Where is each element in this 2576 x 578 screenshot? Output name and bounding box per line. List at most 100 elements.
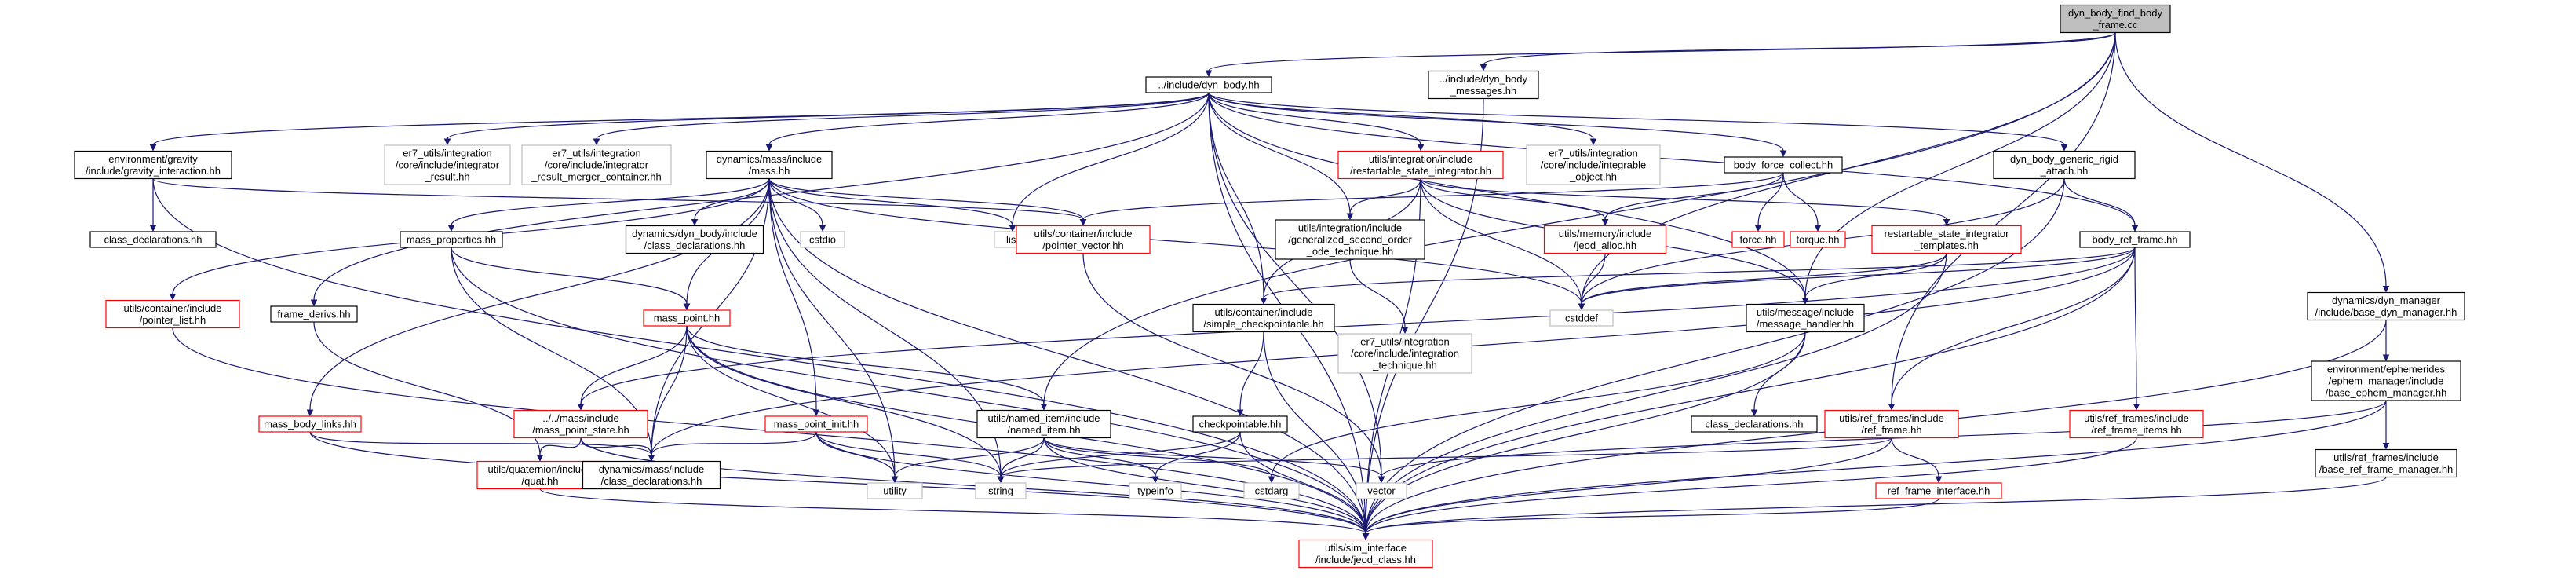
node-gravity-class-decl[interactable]: class_declarations.hh [89, 231, 217, 248]
node-gravity-interaction[interactable]: environment/gravity/include/gravity_inte… [74, 150, 232, 180]
edge-arrowhead [1935, 476, 1943, 484]
node-pointer-vector[interactable]: utils/container/include/pointer_vector.h… [1016, 225, 1151, 254]
node-mass-point-init[interactable]: mass_point_init.hh [764, 415, 868, 433]
node-cstdarg[interactable]: cstdarg [1243, 482, 1300, 499]
node-box [1428, 70, 1539, 100]
node-pointer-list[interactable]: utils/container/include/pointer_list.hh [105, 299, 240, 329]
node-label-line: er7_utils/integration [552, 148, 640, 159]
edge-line [1349, 258, 1406, 328]
node-box [1824, 409, 1959, 439]
edge-line [1043, 437, 1272, 477]
node-box [2069, 409, 2204, 439]
node-cstddef[interactable]: cstddef [1549, 309, 1614, 327]
node-label-line: list [1006, 234, 1019, 246]
node-label-line: /ephem_manager/include [2329, 375, 2444, 387]
edge-mass_point_state-to-quat [536, 437, 582, 462]
edge-line [1271, 331, 1806, 477]
edge-line [1082, 253, 1382, 477]
node-jeod-alloc[interactable]: utils/memory/include/jeod_alloc.hh [1543, 225, 1667, 254]
node-base-ephem-manager[interactable]: environment/ephemerides/ephem_manager/in… [2311, 360, 2461, 401]
node-mass-properties[interactable]: mass_properties.hh [400, 231, 503, 248]
node-message-handler[interactable]: utils/message/include/message_handler.hh [1746, 303, 1865, 333]
node-label-line: utils/container/include [1214, 306, 1312, 318]
node-mass-class-decl[interactable]: dynamics/mass/include/class_declarations… [582, 460, 721, 490]
node-vector[interactable]: vector [1356, 482, 1407, 499]
edge-restartable_integrator-to-restartable_templates [1420, 177, 1950, 226]
node-checkpointable[interactable]: checkpointable.hh [1192, 415, 1288, 433]
edge-body_force_collect-to-pointer_vector [1079, 172, 1784, 226]
edge-dyn_body-to-simple_checkpointable [1208, 92, 1268, 305]
node-body-ref-frame[interactable]: body_ref_frame.hh [2079, 231, 2191, 248]
node-mass-body-links[interactable]: mass_body_links.hh [258, 415, 362, 433]
edge-line [1420, 177, 1947, 221]
edge-arrowhead [577, 404, 585, 411]
edge-arrowhead [149, 225, 157, 232]
edge-arrowhead [536, 455, 544, 462]
edge-mass_hh-to-mass_body_links [306, 178, 770, 417]
node-mass-point[interactable]: mass_point.hh [643, 309, 731, 327]
node-ref-frame-interface[interactable]: ref_frame_interface.hh [1875, 482, 2002, 499]
node-string[interactable]: string [975, 482, 1027, 499]
node-box [706, 150, 833, 180]
edge-line [686, 325, 896, 477]
node-simple-checkpointable[interactable]: utils/container/include/simple_checkpoin… [1192, 303, 1335, 333]
edge-line [1581, 247, 2136, 305]
node-label-line: ../include/dyn_body.hh [1158, 79, 1259, 91]
node-jeod-class[interactable]: utils/sim_interface/include/jeod_class.h… [1298, 539, 1433, 569]
edge-line [686, 325, 1045, 404]
node-cstdio[interactable]: cstdio [800, 231, 845, 248]
edge-arrowhead [1888, 404, 1896, 411]
node-dyn-body-generic[interactable]: dyn_body_generic_rigid_attach.hh [1993, 150, 2136, 180]
edge-mass_hh-to-mass_point_init [768, 178, 820, 417]
edge-line [768, 178, 1084, 220]
node-label-line: dyn_body_find_body [2068, 7, 2162, 19]
node-root[interactable]: dyn_body_find_body_frame.cc [2060, 4, 2171, 34]
node-force-hh[interactable]: force.hh [1731, 231, 1785, 248]
node-box [1746, 303, 1865, 333]
node-named-item[interactable]: utils/named_item/include/named_item.hh [976, 409, 1111, 439]
node-dyn-body-messages[interactable]: ../include/dyn_body_messages.hh [1428, 70, 1539, 100]
edge-arrowhead [1079, 219, 1087, 226]
node-box [384, 144, 511, 185]
node-base-ref-frame-manager[interactable]: utils/ref_frames/include/base_ref_frame_… [2315, 448, 2457, 478]
node-label-line: er7_utils/integration [403, 148, 491, 159]
node-generalized-technique[interactable]: utils/integration/include/generalized_se… [1275, 219, 1425, 260]
node-restartable-integrator[interactable]: utils/integration/include/restartable_st… [1337, 150, 1504, 180]
node-er7-merger[interactable]: er7_utils/integration/core/include/integ… [521, 144, 672, 185]
node-label-line: dynamics/mass/include [599, 463, 704, 475]
node-ref-frame[interactable]: utils/ref_frames/include/ref_frame.hh [1824, 409, 1959, 439]
node-label-line: frame_derivs.hh [277, 309, 350, 320]
node-label-line: mass_properties.hh [407, 234, 496, 246]
node-mass-hh[interactable]: dynamics/mass/include/mass.hh [706, 150, 833, 180]
node-box [1192, 415, 1288, 433]
node-typeinfo[interactable]: typeinfo [1129, 482, 1182, 499]
node-restartable-templates[interactable]: restartable_state_integrator_templates.h… [1871, 225, 2022, 254]
node-label-line: /quat.hh [522, 475, 559, 487]
node-mass-point-state[interactable]: ../../mass/include/mass_point_state.hh [513, 409, 648, 439]
edge-arrowhead [593, 138, 600, 146]
node-box [643, 309, 731, 327]
edge-line [1043, 437, 1156, 477]
edge-line [768, 178, 1013, 226]
node-frame-derivs[interactable]: frame_derivs.hh [270, 305, 358, 323]
node-er7-integrator-result[interactable]: er7_utils/integration/core/include/integ… [384, 144, 511, 185]
node-message-class-decl[interactable]: class_declarations.hh [1691, 415, 1818, 433]
node-dyn-body-class-decl[interactable]: dynamics/dyn_body/include/class_declarat… [625, 225, 764, 254]
node-utility[interactable]: utility [867, 482, 923, 499]
node-er7-integrable[interactable]: er7_utils/integration/core/include/integ… [1526, 144, 1661, 185]
node-dyn-manager[interactable]: dynamics/dyn_manager/include/base_dyn_ma… [2307, 291, 2465, 321]
node-er7-integration-technique[interactable]: er7_utils/integration/core/include/integ… [1337, 333, 1472, 374]
node-ref-frame-items[interactable]: utils/ref_frames/include/ref_frame_items… [2069, 409, 2204, 439]
edge-body_force_collect-to-force_hh [1754, 172, 1784, 232]
edge-dyn_body-to-mass_hh [765, 92, 1210, 152]
node-quat[interactable]: utils/quaternion/include/quat.hh [476, 460, 604, 490]
node-box [1356, 482, 1407, 499]
edge-arrowhead [169, 294, 177, 301]
edge-arrowhead [683, 303, 691, 311]
node-box [105, 299, 240, 329]
node-box [1875, 482, 2002, 499]
node-body-force-collect[interactable]: body_force_collect.hh [1724, 156, 1843, 174]
node-torque-hh[interactable]: torque.hh [1790, 231, 1846, 248]
node-label-line: /include/gravity_interaction.hh [86, 165, 221, 177]
node-dyn-body[interactable]: ../include/dyn_body.hh [1145, 76, 1272, 93]
